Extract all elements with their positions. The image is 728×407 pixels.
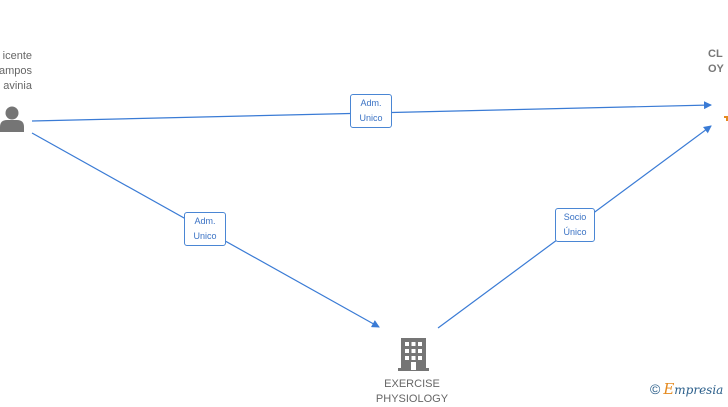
edge-label-line: Unico: [359, 113, 383, 123]
company-node-label[interactable]: CL OY: [708, 47, 724, 77]
person-node-label[interactable]: icente ampos avinia: [0, 49, 32, 94]
building-icon[interactable]: [398, 338, 429, 371]
edge-label-line: Adm.: [194, 216, 216, 226]
edge-label-adm-unico-left: Adm. Unico: [184, 212, 226, 246]
brand-initial: E: [663, 380, 675, 398]
company-name-line-2: OY: [708, 63, 724, 75]
person-name-line-2: ampos: [0, 65, 32, 77]
building-node-label[interactable]: EXERCISE PHYSIOLOGY: [362, 377, 462, 407]
company-name-line-1: CL: [708, 48, 723, 60]
edge-label-line: Socio: [563, 212, 587, 222]
building-name-line-1: EXERCISE: [384, 378, 440, 390]
company-icon[interactable]: [724, 116, 728, 121]
edge-label-line: Unico: [193, 231, 217, 241]
person-name-line-1: icente: [2, 50, 32, 62]
person-name-line-3: avinia: [3, 80, 32, 92]
edge-label-socio-unico: Socio Único: [555, 208, 595, 242]
copyright-icon: ©: [650, 381, 661, 397]
edge-label-line: Adm.: [360, 98, 382, 108]
brand-name: mpresia: [674, 383, 724, 397]
edge-label-adm-unico-top: Adm. Unico: [350, 94, 392, 128]
person-icon[interactable]: [0, 106, 24, 133]
empresia-footer-logo[interactable]: ©Empresia: [650, 380, 723, 398]
edge-label-line: Único: [563, 227, 587, 237]
